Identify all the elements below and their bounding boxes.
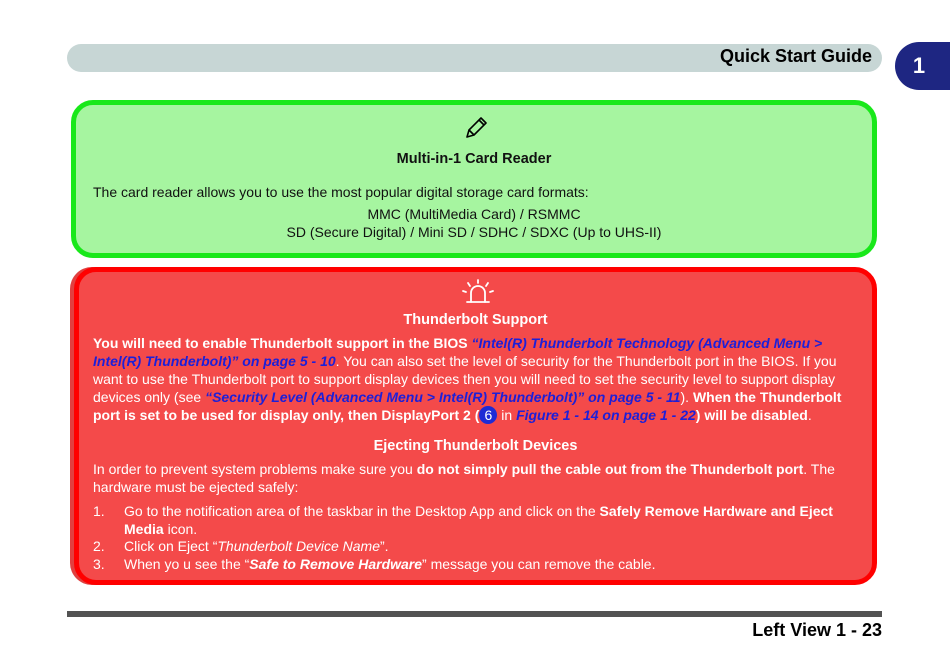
paragraph-end: . [807,407,812,423]
alarm-bell-icon [462,279,494,303]
list-item: 3. When yo u see the “Safe to Remove Har… [93,556,865,574]
page-number-label: Left View 1 - 23 [752,620,882,640]
disabled-text: ) will be disabled [695,407,808,423]
step-bold-text: Safely Remove Hardware and Eject Media [124,503,833,537]
chapter-number: 1 [912,53,926,78]
step-text: Go to the notification area of the taskb… [124,503,600,519]
chapter-tab: 1 [895,42,950,90]
header-bar [67,44,882,72]
in-text: in [497,407,517,423]
format-line-sd: SD (Secure Digital) / Mini SD / SDHC / S… [286,224,662,240]
step-number: 3. [93,555,105,572]
card-reader-note-box: Multi-in-1 Card Reader The card reader a… [71,100,877,258]
security-text: . You can also set the level of security… [93,353,837,405]
list-item: 1. Go to the notification area of the ta… [93,503,865,538]
eject-heading: Ejecting Thunderbolt Devices [373,438,578,454]
callout-number-badge: 6 [479,406,498,424]
note-heading: Multi-in-1 Card Reader [396,151,552,167]
list-item: 2. Click on Eject “Thunderbolt Device Na… [93,538,865,556]
pen-icon [466,117,487,138]
format-line-mmc: MMC (MultiMedia Card) / RSMMC [367,206,581,222]
eject-bold-text: do not simply pull the cable out from th… [416,461,804,477]
step-bold-italic-text: Safe to Remove Hardware [249,555,423,572]
bios-reference-link[interactable]: “Intel(R) Thunderbolt Technology (Advanc… [93,335,823,369]
note-text: The card reader allows you to use the mo… [93,184,589,200]
step-text-end: ” message you can remove the cable. [422,555,656,572]
eject-steps-list: 1. Go to the notification area of the ta… [93,503,865,573]
step-text-end: icon. [163,520,198,537]
step-text: Click on Eject “ [124,538,218,554]
bios-requirement-text: You will need to enable Thunderbolt supp… [93,335,472,351]
step-number: 1. [93,503,105,519]
step-number: 2. [93,538,105,554]
thunderbolt-paragraph: You will need to enable Thunderbolt supp… [93,334,865,424]
eject-text-start: In order to prevent system problems make… [93,461,417,477]
eject-intro: In order to prevent system problems make… [93,461,865,496]
thunderbolt-warning-box: Thunderbolt Support You will need to ena… [74,267,877,585]
security-level-link[interactable]: “Security Level (Advanced Menu > Intel(R… [205,389,681,405]
warning-heading: Thunderbolt Support [403,312,548,328]
displayport-text: When the Thunderbolt port is set to be u… [93,389,842,423]
step-text: When yo u see the “ [124,555,250,572]
security-text-end: ). [680,389,693,405]
step-text-end: ”. [380,538,389,554]
page-header-title: Quick Start Guide [719,46,872,66]
footer-bar [67,611,882,617]
figure-reference-link[interactable]: Figure 1 - 14 on page 1 - 22 [516,407,696,423]
eject-text-end: . The hardware must be ejected safely: [93,461,835,495]
step-italic-text: Thunderbolt Device Name [217,538,380,554]
